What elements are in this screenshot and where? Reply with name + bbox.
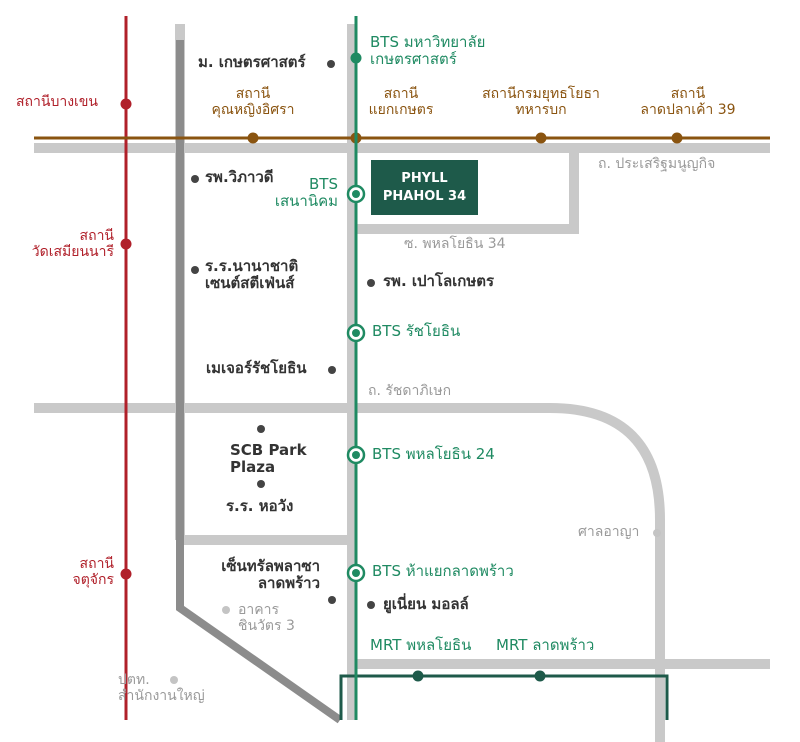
landmark-scb-label-line1: SCB Park bbox=[230, 441, 307, 459]
brown-kunying-label-line2: คุณหญิงอิศรา bbox=[211, 102, 295, 119]
landmark-chinnawat-label: อาคาร ชินวัตร 3 bbox=[238, 602, 295, 634]
landmark-vibhavadi-label: รพ.วิภาวดี bbox=[205, 168, 274, 186]
brown-ladpla-dot bbox=[671, 132, 683, 144]
bts-haayaek-dot bbox=[346, 563, 366, 583]
ptt-dot bbox=[170, 676, 178, 684]
mrt-phahon-dot bbox=[412, 670, 424, 682]
project-name-line1: PHYLL bbox=[401, 170, 448, 186]
project-box: PHYLL PHAHOL 34 bbox=[371, 160, 478, 215]
landmark-chinnawat-label-line1: อาคาร bbox=[238, 602, 280, 618]
landmark-major-label: เมเจอร์รัชโยธิน bbox=[206, 359, 307, 377]
ku-dot bbox=[327, 60, 335, 68]
landmark-scb-label: SCB Park Plaza bbox=[230, 441, 307, 477]
brown-army-dot bbox=[535, 132, 547, 144]
red-watsamian-label-line1: สถานี bbox=[79, 228, 114, 244]
chinnawat-dot bbox=[222, 606, 230, 614]
road-label-ratchada: ถ. รัชดาภิเษก bbox=[368, 383, 452, 399]
bts-senanikom-label: BTS เสนานิคม bbox=[270, 175, 338, 211]
bts-ku-dot bbox=[350, 52, 362, 64]
bts-ku-label-line1: BTS มหาวิทยาลัย bbox=[370, 33, 486, 51]
red-chatuchak-label-line1: สถานี bbox=[79, 556, 114, 572]
road-label-soi34: ซ. พหลโยธิน 34 bbox=[404, 236, 506, 252]
mrt-ladphrao-dot bbox=[534, 670, 546, 682]
red-watsamian-label-line2: วัดเสมียนนารี bbox=[31, 244, 114, 261]
landmark-ptt-label-line2: สำนักงานใหญ่ bbox=[118, 688, 205, 705]
landmark-school-label-line2: เซนต์สตีเฟ่นส์ bbox=[205, 274, 295, 293]
brown-army-label-line2: ทหารบก bbox=[515, 102, 567, 119]
landmark-central-label: เซ็นทรัลพลาซา ลาดพร้าว bbox=[190, 557, 320, 593]
vibhavadi-dot bbox=[191, 175, 199, 183]
red-bangkhen-dot bbox=[120, 98, 132, 110]
red-watsamian-label: สถานี วัดเสมียนนารี bbox=[10, 228, 114, 260]
road-label-prasert: ถ. ประเสริฐมนูญกิจ bbox=[598, 156, 716, 172]
landmark-scb-label-line2: Plaza bbox=[230, 458, 276, 477]
mrt-ladphrao-label: MRT ลาดพร้าว bbox=[496, 636, 595, 654]
bts-haayaek-label: BTS ห้าแยกลาดพร้าว bbox=[372, 562, 514, 580]
bts-ratchayothin-dot bbox=[346, 323, 366, 343]
bts-senanikom-label-line1: BTS bbox=[309, 175, 338, 193]
bts-phahol24-dot bbox=[346, 445, 366, 465]
brown-kunying-dot bbox=[247, 132, 259, 144]
landmark-union-label: ยูเนี่ยน มอลล์ bbox=[383, 595, 469, 613]
brown-kunying-label: สถานี คุณหญิงอิศรา bbox=[193, 86, 313, 118]
landmark-court-label: ศาลอาญา bbox=[578, 524, 640, 540]
brown-ladpla-label-line1: สถานี bbox=[670, 86, 706, 102]
bts-ku-label: BTS มหาวิทยาลัย เกษตรศาสตร์ bbox=[370, 33, 486, 69]
brown-yaek-label-line1: สถานี bbox=[383, 86, 419, 102]
scb-dot bbox=[257, 425, 265, 433]
mrt-phahon-label: MRT พหลโยธิน bbox=[370, 636, 472, 654]
bts-senanikom-dot bbox=[346, 184, 366, 204]
landmark-central-label-line2: ลาดพร้าว bbox=[257, 574, 320, 593]
brown-ladpla-label-line2: ลาดปลาเค้า 39 bbox=[640, 102, 736, 119]
horwang-dot bbox=[257, 480, 265, 488]
landmark-chinnawat-label-line2: ชินวัตร 3 bbox=[238, 618, 295, 635]
red-chatuchak-label-line2: จตุจักร bbox=[72, 572, 115, 589]
landmark-ptt-label-line1: ปตท. bbox=[118, 672, 150, 688]
red-bangkhen-label: สถานีบางเขน bbox=[16, 94, 98, 110]
landmark-central-label-line1: เซ็นทรัลพลาซา bbox=[221, 557, 320, 575]
red-watsamian-dot bbox=[120, 238, 132, 250]
major-dot bbox=[328, 366, 336, 374]
landmark-dots bbox=[170, 60, 661, 684]
project-name-line2: PHAHOL 34 bbox=[382, 188, 467, 204]
red-chatuchak-label: สถานี จตุจักร bbox=[40, 556, 115, 589]
landmark-ku-label: ม. เกษตรศาสตร์ bbox=[198, 53, 306, 71]
landmark-school-label: ร.ร.นานาชาติ เซนต์สตีเฟ่นส์ bbox=[205, 257, 299, 293]
mrt-line bbox=[339, 674, 669, 720]
brown-kunying-label-line1: สถานี bbox=[235, 86, 271, 102]
bts-ratchayothin-label: BTS รัชโยธิน bbox=[372, 322, 461, 340]
court-dot bbox=[653, 529, 661, 537]
paolo-dot bbox=[367, 279, 375, 287]
union-dot bbox=[367, 601, 375, 609]
bts-senanikom-label-line2: เสนานิคม bbox=[274, 192, 338, 211]
school-dot bbox=[191, 266, 199, 274]
brown-ladpla-label: สถานี ลาดปลาเค้า 39 bbox=[633, 86, 743, 118]
landmark-ptt-label: ปตท. สำนักงานใหญ่ bbox=[118, 672, 205, 704]
landmark-paolo-label: รพ. เปาโลเกษตร bbox=[383, 272, 495, 290]
brown-yaek-label: สถานี แยกเกษตร bbox=[356, 86, 446, 118]
ratchada-road bbox=[34, 403, 665, 742]
red-chatuchak-dot bbox=[120, 568, 132, 580]
soi-phahol-34 bbox=[352, 148, 579, 234]
bts-phahol24-label: BTS พหลโยธิน 24 bbox=[372, 445, 495, 463]
bts-ku-label-line2: เกษตรศาสตร์ bbox=[370, 50, 457, 69]
brown-army-label: สถานีกรมยุทธโยธา ทหารบก bbox=[466, 86, 616, 118]
brown-yaek-label-line2: แยกเกษตร bbox=[368, 102, 434, 119]
central-dot bbox=[328, 596, 336, 604]
landmark-horwang-label: ร.ร. หอวัง bbox=[226, 497, 294, 515]
expressway bbox=[176, 40, 343, 724]
landmark-school-label-line1: ร.ร.นานาชาติ bbox=[205, 257, 299, 275]
brown-army-label-line1: สถานีกรมยุทธโยธา bbox=[482, 86, 600, 102]
